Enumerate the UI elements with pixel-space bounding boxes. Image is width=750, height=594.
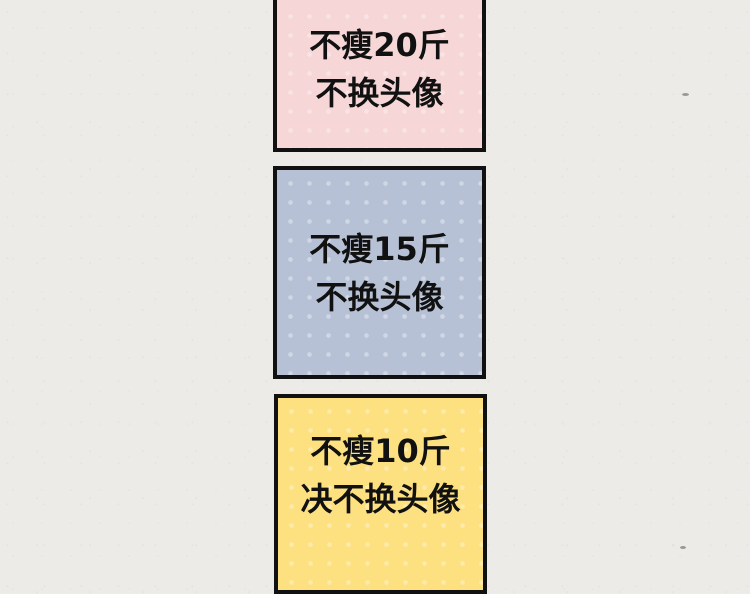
goal-card-20: 不瘦20斤 不换头像 — [273, 0, 486, 152]
card-line-2: 不换头像 — [315, 74, 444, 112]
goal-card-15: 不瘦15斤 不换头像 — [273, 166, 486, 379]
paper-speck — [680, 546, 686, 549]
card-line-1: 不瘦10斤 — [310, 432, 451, 470]
card-line-2: 不换头像 — [315, 277, 444, 316]
paper-speck — [682, 93, 689, 96]
card-line-2: 决不换头像 — [300, 480, 461, 518]
card-line-1: 不瘦15斤 — [309, 229, 450, 268]
card-line-1: 不瘦20斤 — [309, 26, 450, 64]
goal-card-10: 不瘦10斤 决不换头像 — [274, 394, 487, 594]
